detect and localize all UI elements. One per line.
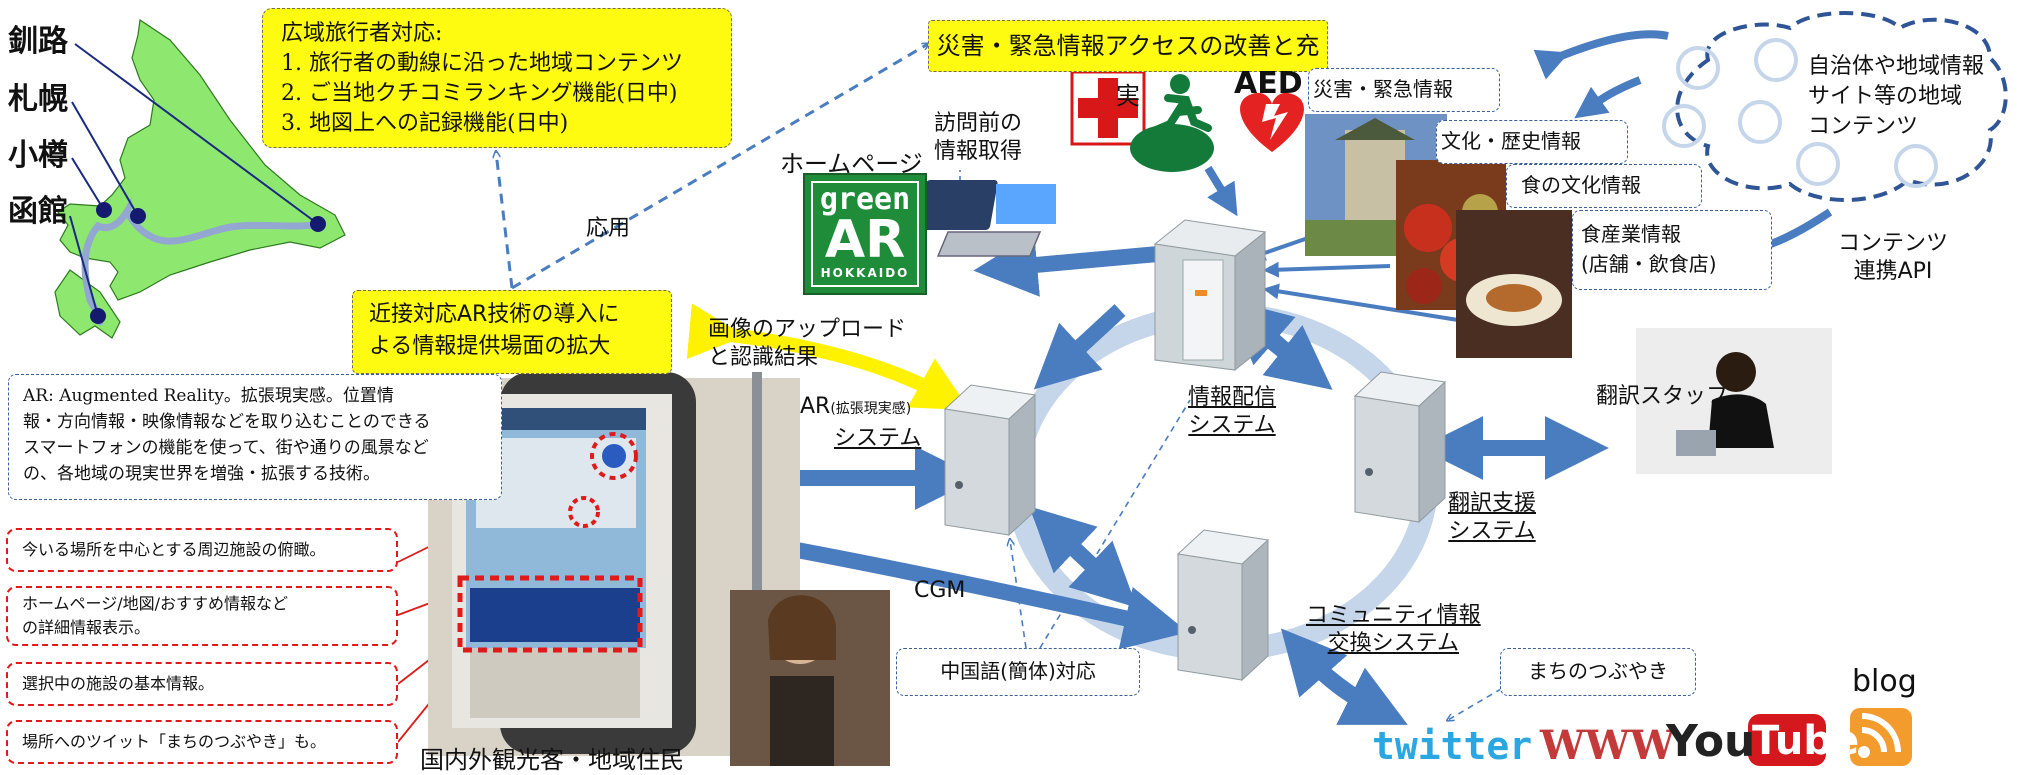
ar-definition-line: の、各地域の現実世界を増強・拡張する技術。 bbox=[23, 464, 380, 484]
tourist-support-box: 広域旅行者対応: 1. 旅行者の動線に沿った地域コンテンツ 2. ご当地クチコミ… bbox=[262, 8, 732, 148]
aed-heart-icon bbox=[1240, 92, 1304, 152]
www-logo: WWW bbox=[1540, 722, 1675, 769]
distribution-line: システム bbox=[1188, 413, 1276, 438]
content-food-culture-info: 食の文化情報 bbox=[1506, 164, 1702, 208]
upload-label: 画像のアップロード と認識結果 bbox=[708, 316, 906, 372]
cloud-label: 自治体や地域情報 サイト等の地域 コンテンツ bbox=[1808, 52, 1984, 142]
previsit-line: 情報取得 bbox=[934, 139, 1023, 164]
logo-green-text: green bbox=[819, 182, 911, 217]
apply-label: 応用 bbox=[586, 216, 631, 241]
green-ar-logo bbox=[803, 173, 927, 295]
cloud-line: コンテンツ bbox=[1808, 114, 1919, 139]
ar-system-name: システム bbox=[834, 426, 922, 451]
visitors-label: 国内外観光客・地域住民 bbox=[420, 746, 684, 774]
city-otaru: 小樽 bbox=[8, 138, 68, 173]
callout-details-line: ホームページ/地図/おすすめ情報など bbox=[22, 594, 288, 613]
food-industry-line: (店舗・飲食店) bbox=[1581, 252, 1717, 276]
previsit-label: 訪問前の 情報取得 bbox=[934, 110, 1022, 166]
cloud-line: 自治体や地域情報 bbox=[1808, 54, 1985, 79]
community-line: コミュニティ情報 bbox=[1306, 603, 1481, 628]
city-sapporo: 札幌 bbox=[8, 82, 68, 117]
previsit-line: 訪問前の bbox=[934, 111, 1023, 136]
ar-subtitle: (拡張現実感) bbox=[830, 401, 912, 417]
food-industry-line: 食産業情報 bbox=[1581, 222, 1681, 246]
homepage-label: ホームページ bbox=[780, 150, 923, 178]
community-line: 交換システム bbox=[1327, 631, 1460, 656]
ar-intro-line: よる情報提供場面の拡大 bbox=[369, 334, 611, 359]
logo-ar-text: AR bbox=[824, 210, 906, 270]
tourist-support-item: 1. 旅行者の動線に沿った地域コンテンツ bbox=[281, 51, 683, 76]
content-food-industry-info: 食産業情報 (店舗・飲食店) bbox=[1572, 210, 1772, 290]
ar-system-label: AR(拡張現実感) bbox=[800, 394, 911, 419]
translation-line: システム bbox=[1448, 519, 1536, 544]
callout-details-line: の詳細情報表示。 bbox=[22, 618, 151, 637]
youtube-tube-text: Tube bbox=[1752, 718, 1860, 764]
ar-definition-line: AR: Augmented Reality。拡張現実感。位置情 bbox=[23, 386, 394, 406]
aed-label: AED bbox=[1234, 66, 1303, 101]
route-line bbox=[81, 197, 322, 326]
tourist-support-item: 2. ご当地クチコミランキング機能(日中) bbox=[281, 81, 678, 106]
ar-definition-box: AR: Augmented Reality。拡張現実感。位置情 報・方向情報・映… bbox=[8, 374, 502, 500]
city-hakodate: 函館 bbox=[8, 194, 68, 229]
logo-hokkaido-text: HOKKAIDO bbox=[820, 266, 910, 280]
callout-basic-info: 選択中の施設の基本情報。 bbox=[6, 662, 398, 706]
exit-icon bbox=[1130, 124, 1214, 172]
distribution-server bbox=[1153, 219, 1267, 372]
laptop-icon bbox=[918, 180, 1056, 257]
ar-server bbox=[943, 384, 1037, 537]
api-line: 連携API bbox=[1853, 259, 1933, 284]
community-system-label: コミュニティ情報 交換システム bbox=[1306, 602, 1481, 658]
distribution-line: 情報配信 bbox=[1188, 385, 1277, 410]
content-disaster-info: 災害・緊急情報 bbox=[1308, 68, 1500, 112]
upload-line: と認識結果 bbox=[708, 345, 819, 370]
callout-overview: 今いる場所を中心とする周辺施設の俯瞰。 bbox=[6, 528, 398, 572]
youtube-you-text: You bbox=[1666, 716, 1756, 767]
blog-label: blog bbox=[1852, 664, 1917, 699]
hokkaido-map bbox=[54, 18, 346, 339]
ar-intro-box: 近接対応AR技術の導入に よる情報提供場面の拡大 bbox=[352, 290, 672, 374]
content-cloud bbox=[1675, 11, 2008, 202]
machi-tweet-box: まちのつぶやき bbox=[1500, 648, 1696, 696]
api-label: コンテンツ 連携API bbox=[1838, 230, 1948, 286]
cloud-line: サイト等の地域 bbox=[1808, 84, 1963, 109]
translator-label: 翻訳スタッフ bbox=[1596, 384, 1729, 409]
ar-definition-line: 報・方向情報・映像情報などを取り込むことのできる bbox=[23, 412, 431, 432]
twitter-logo: twitter bbox=[1372, 724, 1533, 768]
translation-line: 翻訳支援 bbox=[1448, 491, 1537, 516]
translation-server bbox=[1353, 371, 1447, 524]
distribution-system-label: 情報配信 システム bbox=[1188, 384, 1276, 440]
callout-tweet: 場所へのツイット「まちのつぶやき」も。 bbox=[6, 720, 398, 764]
ar-label: AR bbox=[800, 394, 831, 419]
upload-line: 画像のアップロード bbox=[708, 317, 907, 342]
translation-system-label: 翻訳支援 システム bbox=[1448, 490, 1536, 546]
cgm-label: CGM bbox=[914, 578, 966, 603]
ar-intro-line: 近接対応AR技術の導入に bbox=[369, 302, 620, 327]
callout-details: ホームページ/地図/おすすめ情報など の詳細情報表示。 bbox=[6, 586, 398, 646]
tourist-support-item: 3. 地図上への記録機能(日中) bbox=[281, 111, 569, 136]
disaster-banner: 災害・緊急情報アクセスの改善と充実 bbox=[928, 20, 1328, 110]
chinese-support-box: 中国語(簡体)対応 bbox=[896, 648, 1140, 696]
city-kushiro: 釧路 bbox=[8, 24, 68, 59]
api-line: コンテンツ bbox=[1838, 231, 1949, 256]
tourist-support-title: 広域旅行者対応: bbox=[281, 21, 443, 46]
community-server bbox=[1176, 529, 1270, 682]
content-culture-info: 文化・歴史情報 bbox=[1436, 120, 1628, 164]
ar-definition-line: スマートフォンの機能を使って、街や通りの風景など bbox=[23, 438, 429, 458]
